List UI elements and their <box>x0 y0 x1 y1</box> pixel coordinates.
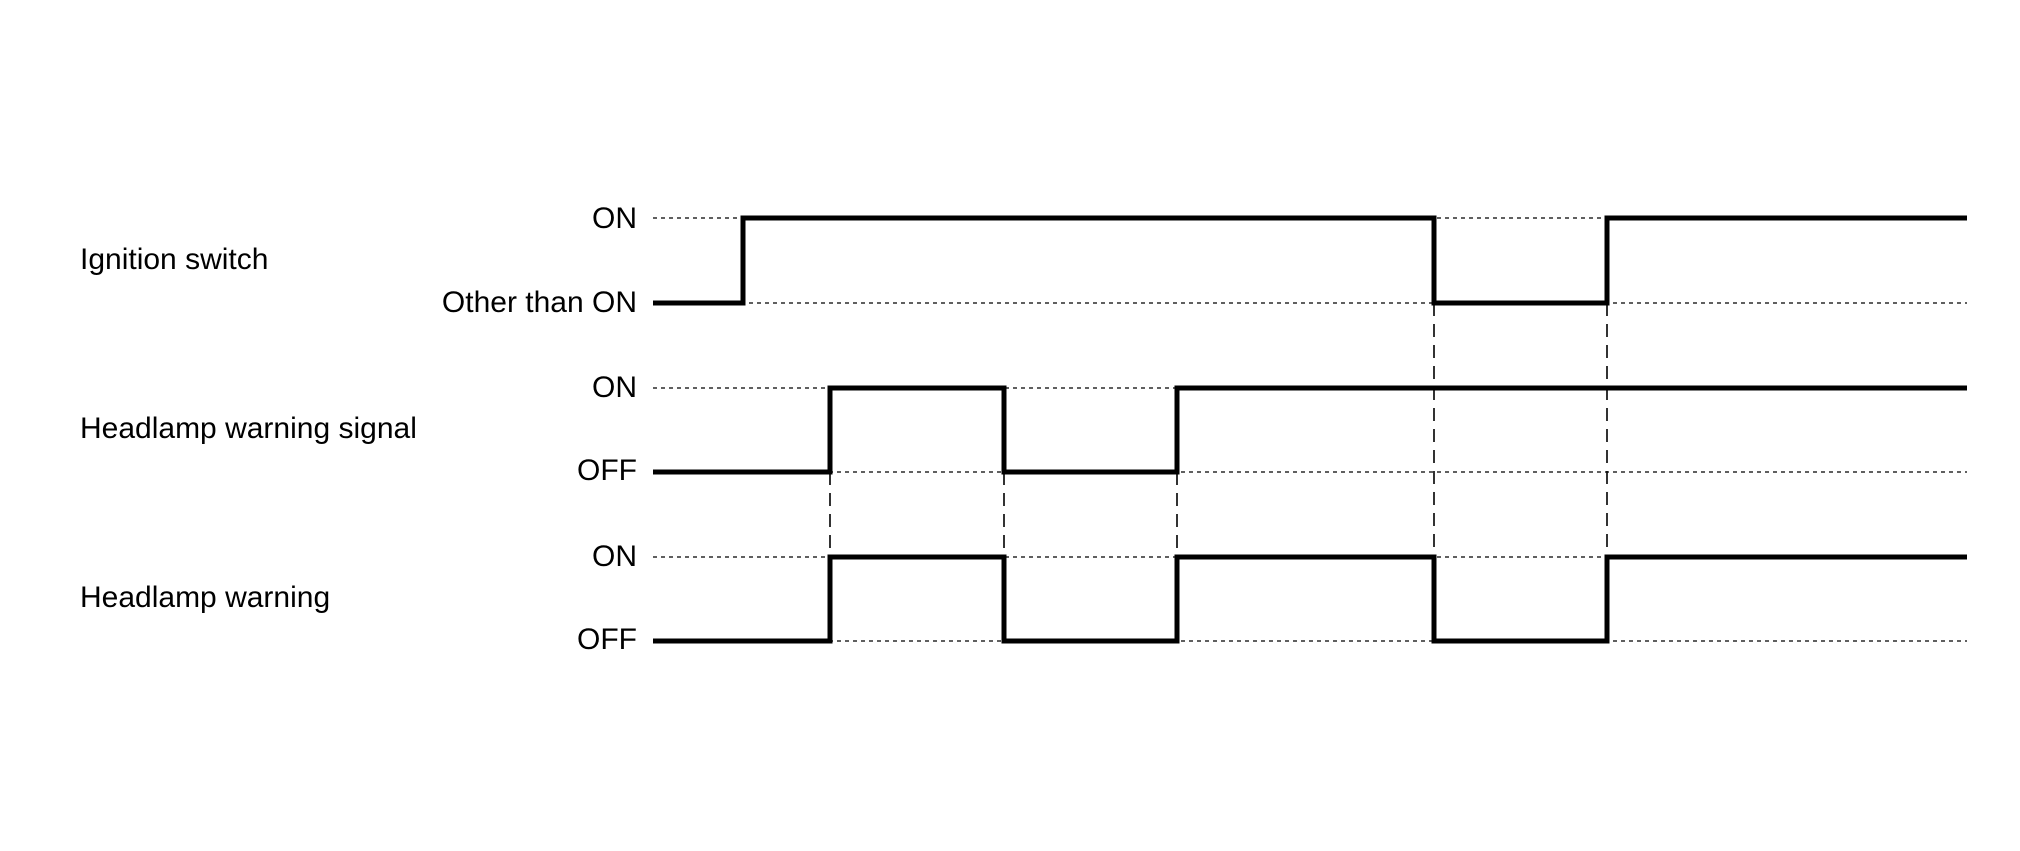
waveform-headlamp-warning-signal <box>653 385 1967 475</box>
signal-name-headlamp-warning: Headlamp warning <box>80 581 330 614</box>
level-label-ignition-on: ON <box>592 202 637 235</box>
signal-name-headlamp-warning-signal: Headlamp warning signal <box>80 412 417 445</box>
transition-guides <box>829 303 1608 557</box>
reference-lines <box>653 217 1967 642</box>
level-label-headlamp-warning-off: OFF <box>577 623 637 656</box>
waveforms <box>653 215 1967 644</box>
waveform-headlamp-warning <box>653 554 1967 644</box>
level-label-headlamp-warning-on: ON <box>592 540 637 573</box>
level-label-ignition-other-than-on: Other than ON <box>442 286 637 319</box>
signal-name-ignition-switch: Ignition switch <box>80 243 268 276</box>
level-label-headlamp-warning-signal-off: OFF <box>577 454 637 487</box>
waveform-ignition-switch <box>653 215 1967 306</box>
level-label-headlamp-warning-signal-on: ON <box>592 371 637 404</box>
